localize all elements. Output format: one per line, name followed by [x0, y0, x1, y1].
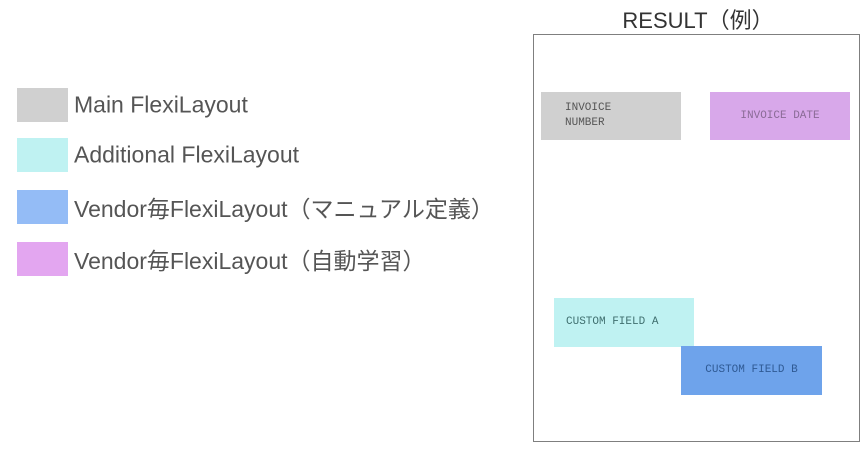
- field-invoice-number-line1: INVOICE: [565, 102, 612, 114]
- field-invoice-date: INVOICE DATE: [710, 92, 850, 140]
- field-invoice-date-label: INVOICE DATE: [740, 109, 820, 122]
- legend-label-additional: Additional FlexiLayout: [74, 141, 300, 168]
- field-invoice-number: INVOICE NUMBER: [541, 92, 681, 140]
- field-custom-field-a: CUSTOM FIELD A: [554, 298, 694, 347]
- legend-swatch-vendor-manual: [17, 190, 68, 224]
- field-custom-field-a-label: CUSTOM FIELD A: [566, 316, 659, 328]
- legend-label-vendor-auto: Vendor毎FlexiLayout（自動学習）: [74, 248, 426, 274]
- field-custom-field-b-label: CUSTOM FIELD B: [705, 364, 798, 376]
- legend-label-vendor-manual: Vendor毎FlexiLayout（マニュアル定義）: [74, 196, 494, 222]
- field-custom-field-b: CUSTOM FIELD B: [681, 346, 822, 395]
- legend-swatch-additional: [17, 138, 68, 172]
- legend-label-main: Main FlexiLayout: [74, 91, 248, 118]
- legend-swatch-main: [17, 88, 68, 122]
- result-title: RESULT（例）: [622, 8, 774, 33]
- field-invoice-number-line2: NUMBER: [565, 117, 605, 129]
- legend-swatch-vendor-auto: [17, 242, 68, 276]
